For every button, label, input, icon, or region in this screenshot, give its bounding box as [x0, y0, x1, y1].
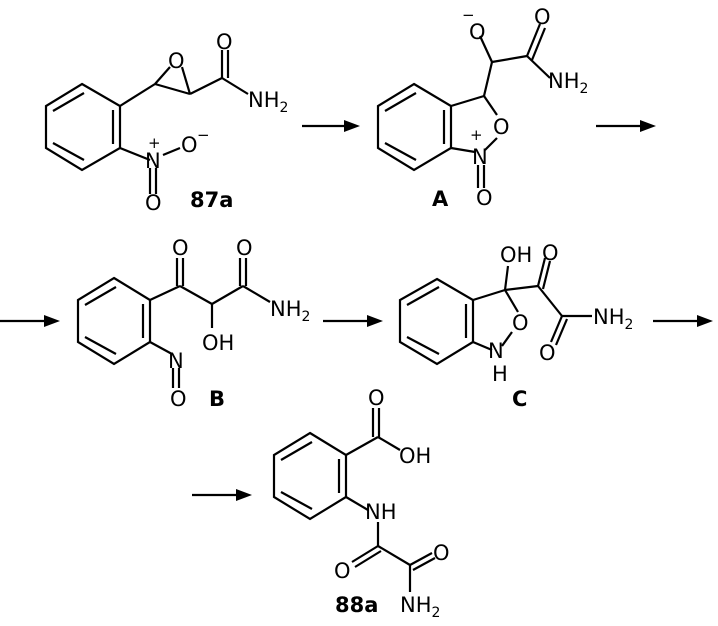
atom-o-ring-C: O	[512, 311, 529, 335]
atom-o-oxalyl-2: O	[433, 541, 450, 565]
charge-minus-A: −	[462, 6, 475, 24]
atom-n-nitro: N	[145, 149, 161, 173]
intermediate-A-structure	[376, 23, 551, 188]
atom-o-oxalyl-1: O	[334, 559, 351, 583]
compound-label-87a: 87a	[190, 188, 233, 212]
reaction-arrow	[302, 120, 360, 132]
intermediate-C-structure	[398, 257, 592, 366]
atom-n-ring-C: N	[488, 339, 504, 363]
atom-n-A: N	[472, 145, 488, 169]
atom-oh-acid: OH	[399, 444, 431, 468]
atom-nh2-87a: NH2	[248, 88, 288, 116]
atom-o-carbonyl: O	[216, 30, 233, 54]
atom-o-ketone-B: O	[172, 236, 189, 260]
reaction-arrow	[0, 315, 60, 327]
atom-oh-C: OH	[500, 243, 532, 267]
atom-o-nitroso-B: O	[170, 387, 187, 411]
atom-nh-amide: NH	[365, 500, 397, 524]
reaction-arrow	[192, 489, 252, 501]
atom-o-epoxide: O	[168, 49, 185, 73]
atom-nh2-B: NH2	[270, 297, 310, 325]
charge-minus: −	[197, 126, 210, 144]
atom-o-ring-A: O	[493, 115, 510, 139]
atom-n-nitroso-B: N	[168, 349, 184, 373]
atom-nh2-C: NH2	[593, 305, 633, 333]
compound-label-A: A	[432, 187, 449, 211]
charge-plus-A: +	[470, 126, 483, 144]
compound-87a-structure	[44, 50, 249, 194]
compound-label-C: C	[512, 387, 527, 411]
compound-88a-structure	[272, 408, 436, 592]
atom-o-alkoxide: O	[469, 20, 486, 44]
intermediate-B-structure	[76, 258, 271, 388]
atom-nh2-A: NH2	[548, 69, 588, 97]
charge-plus: +	[148, 134, 161, 152]
atom-o-carbonyl-A: O	[534, 5, 551, 29]
reaction-arrow	[323, 315, 383, 327]
atom-o-ketone-C: O	[542, 241, 559, 265]
atom-o-acid: O	[368, 386, 385, 410]
atom-o-nitro-anion: O	[181, 133, 198, 157]
atom-oh-B: OH	[202, 331, 234, 355]
atom-o-nitrone-A: O	[476, 186, 493, 210]
atom-nh2-88a: NH2	[400, 593, 440, 621]
atom-o-amide-B: O	[236, 236, 253, 260]
atom-h-ring-C: H	[492, 362, 508, 386]
atom-o-amide-C: O	[539, 341, 556, 365]
compound-label-88a: 88a	[335, 593, 378, 617]
reaction-arrow	[653, 315, 713, 327]
compound-label-B: B	[209, 387, 225, 411]
reaction-arrow	[596, 120, 656, 132]
atom-o-nitro: O	[145, 191, 162, 215]
